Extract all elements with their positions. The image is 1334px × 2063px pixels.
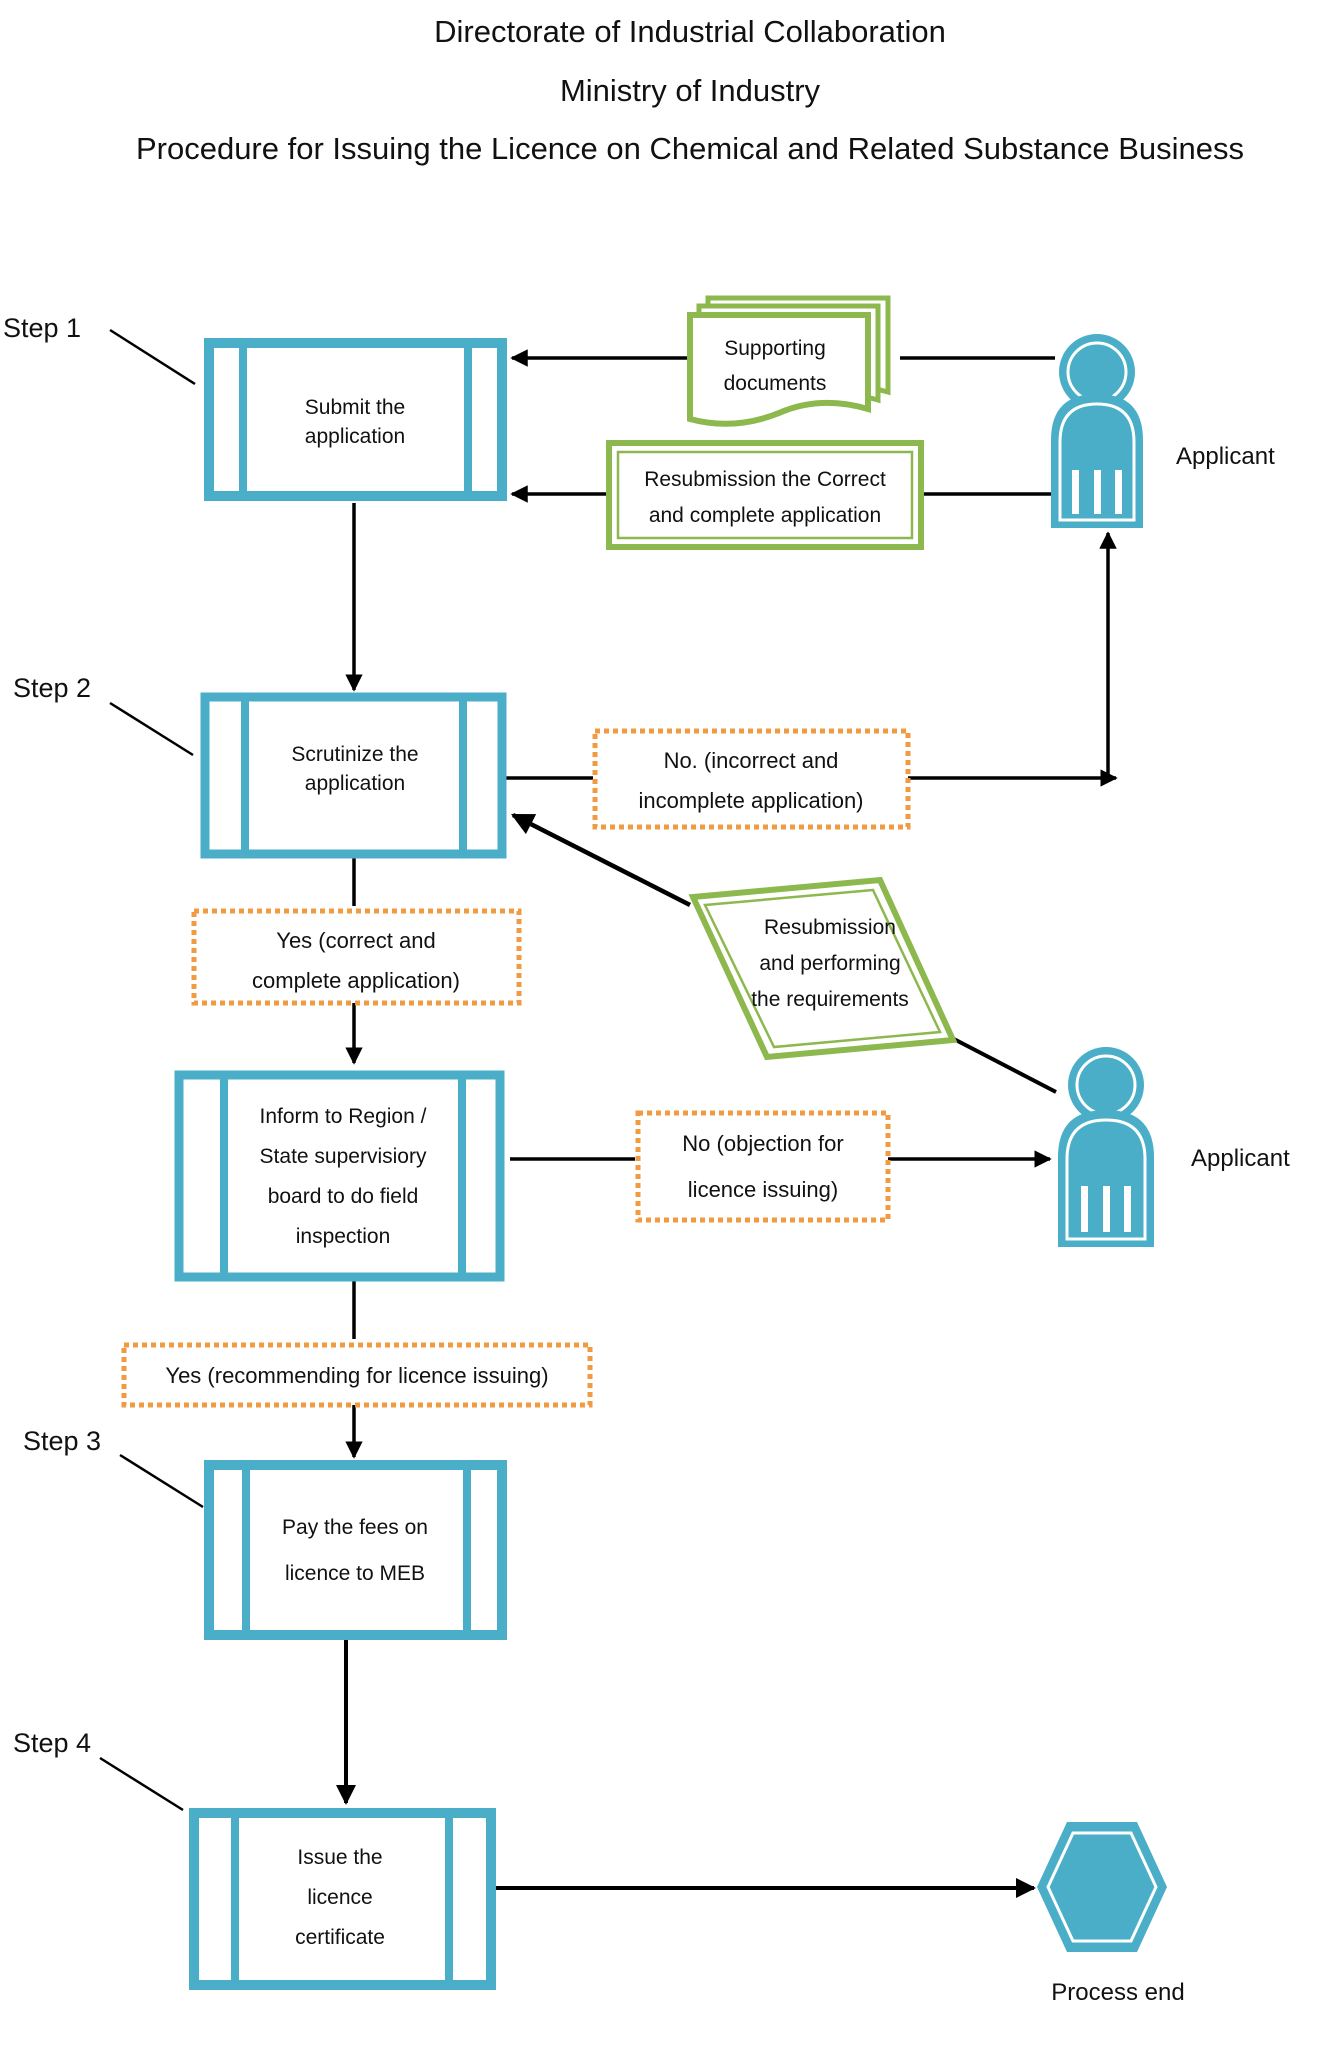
- connectors: [336, 349, 1118, 1898]
- title-ministry: Ministry of Industry: [560, 73, 821, 108]
- process-submit-application: Submit the application: [204, 338, 507, 501]
- decision-no-incorrect: No. (incorrect and incomplete applicatio…: [592, 728, 911, 830]
- svg-text:documents: documents: [724, 372, 827, 395]
- svg-text:State supervisiory: State supervisiory: [260, 1145, 427, 1168]
- svg-text:licence to MEB: licence to MEB: [285, 1562, 425, 1585]
- svg-text:Submit the: Submit the: [305, 396, 405, 419]
- svg-text:No. (incorrect and: No. (incorrect and: [664, 748, 839, 773]
- svg-text:incomplete application): incomplete application): [638, 788, 863, 813]
- svg-text:application: application: [305, 772, 405, 795]
- process-scrutinize-application: Scrutinize the application: [200, 692, 507, 859]
- process-inform-region: Inform to Region / State supervisiory bo…: [174, 1070, 505, 1282]
- svg-text:the requirements: the requirements: [751, 988, 909, 1011]
- process-issue-licence: Issue the licence certificate: [189, 1808, 496, 1990]
- svg-text:and complete application: and complete application: [649, 504, 881, 527]
- svg-text:application: application: [305, 425, 405, 448]
- hexagon-icon: [1037, 1822, 1167, 1952]
- svg-text:board to do field: board to do field: [268, 1185, 419, 1208]
- svg-text:Inform to Region /: Inform to Region /: [260, 1105, 427, 1128]
- resubmission-requirements: Resubmission and performing the requirem…: [688, 876, 958, 1061]
- process-end-label: Process end: [1051, 1979, 1184, 2006]
- svg-text:licence issuing): licence issuing): [688, 1177, 838, 1202]
- svg-text:Resubmission: Resubmission: [764, 916, 896, 939]
- title-directorate: Directorate of Industrial Collaboration: [434, 14, 946, 49]
- svg-text:Issue the: Issue the: [297, 1846, 382, 1869]
- title-procedure: Procedure for Issuing the Licence on Che…: [136, 131, 1244, 166]
- svg-text:No (objection for: No (objection for: [682, 1131, 843, 1156]
- svg-text:and performing: and performing: [759, 952, 900, 975]
- applicant-top-label: Applicant: [1176, 443, 1275, 470]
- svg-text:certificate: certificate: [295, 1926, 385, 1949]
- page-title: Directorate of Industrial Collaboration …: [136, 14, 1244, 166]
- supporting-documents: Supporting documents: [687, 295, 891, 427]
- step-1-label: Step 1: [3, 313, 196, 386]
- svg-text:Yes (recommending for licence: Yes (recommending for licence issuing): [165, 1363, 548, 1388]
- step-3-label: Step 3: [23, 1426, 204, 1509]
- svg-text:Supporting: Supporting: [724, 337, 826, 360]
- process-pay-fees: Pay the fees on licence to MEB: [204, 1460, 507, 1640]
- svg-text:Scrutinize the: Scrutinize the: [291, 743, 418, 766]
- applicant-bottom-label: Applicant: [1191, 1145, 1290, 1172]
- decision-no-objection: No (objection for licence issuing): [635, 1110, 891, 1223]
- svg-text:Step 2: Step 2: [13, 673, 91, 703]
- decision-yes-recommend: Yes (recommending for licence issuing): [121, 1342, 593, 1408]
- svg-text:inspection: inspection: [296, 1225, 391, 1248]
- applicant-person-icon: [1051, 334, 1143, 528]
- applicant-person-icon: [1058, 1047, 1154, 1247]
- process-end: Process end: [1037, 1822, 1185, 2006]
- svg-text:Resubmission the Correct: Resubmission the Correct: [644, 468, 886, 491]
- svg-text:licence: licence: [307, 1886, 372, 1909]
- resubmission-correct-application: Resubmission the Correct and complete ap…: [606, 440, 924, 550]
- svg-text:Step 4: Step 4: [13, 1728, 91, 1758]
- svg-text:Step 3: Step 3: [23, 1426, 101, 1456]
- svg-text:complete application): complete application): [252, 968, 460, 993]
- svg-text:Pay the fees on: Pay the fees on: [282, 1516, 428, 1539]
- svg-text:Yes (correct and: Yes (correct and: [276, 928, 435, 953]
- step-4-label: Step 4: [13, 1728, 184, 1812]
- svg-text:Step 1: Step 1: [3, 313, 81, 343]
- applicant-top: Applicant: [1051, 334, 1275, 528]
- decision-yes-correct: Yes (correct and complete application): [191, 908, 522, 1006]
- step-2-label: Step 2: [13, 673, 194, 757]
- applicant-bottom: Applicant: [1058, 1047, 1290, 1247]
